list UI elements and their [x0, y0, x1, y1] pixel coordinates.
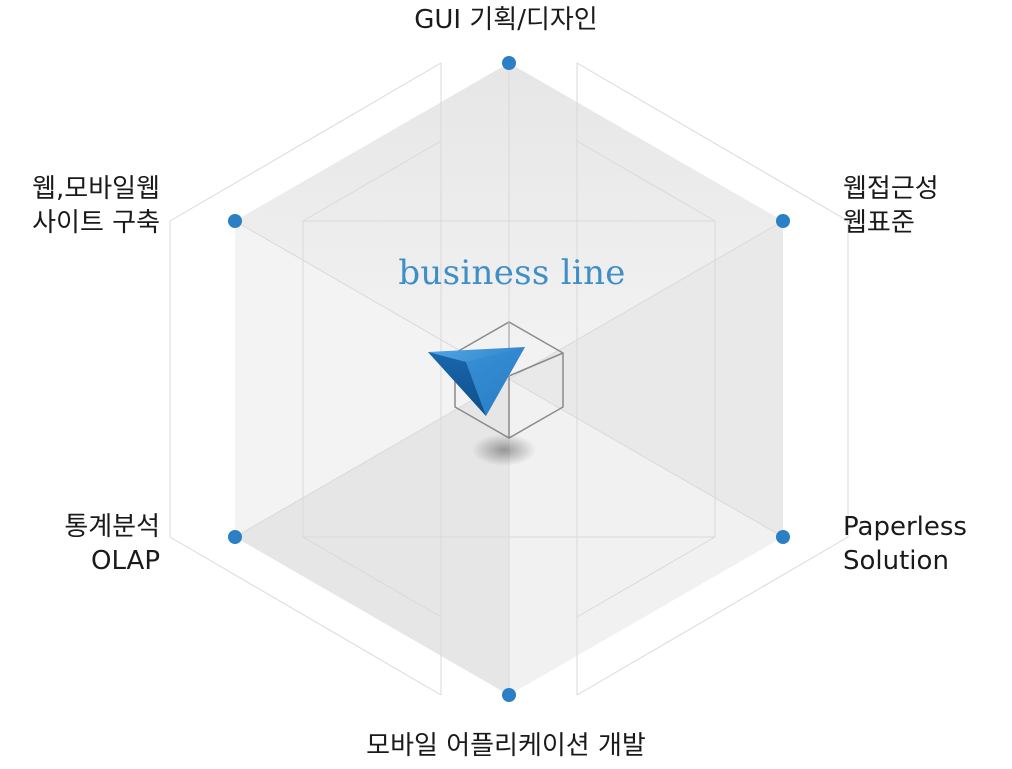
- paper-plane-logo: [428, 347, 525, 416]
- node-label-line: GUI 기획/디자인: [414, 5, 598, 35]
- node-label-line: 웹,모바일웹: [32, 174, 160, 204]
- node-label-bottom-right: Paperless Solution: [843, 510, 1003, 578]
- plane-shadow: [472, 434, 536, 466]
- node-dot-bottom: [502, 688, 516, 702]
- node-label-line: OLAP: [90, 546, 160, 576]
- node-dot-top-right: [776, 214, 790, 228]
- node-label-line: Solution: [843, 546, 949, 576]
- node-label-line: 통계분석: [64, 512, 160, 542]
- node-label-line: 사이트 구축: [32, 208, 160, 238]
- node-label-bottom: 모바일 어플리케이션 개발: [331, 729, 681, 763]
- center-title: business line: [398, 253, 626, 293]
- node-label-bottom-left: 통계분석 OLAP: [0, 510, 160, 578]
- node-label-line: 웹접근성: [843, 174, 939, 204]
- node-label-top-left: 웹,모바일웹 사이트 구축: [0, 172, 160, 240]
- node-dot-bottom-left: [228, 530, 242, 544]
- node-dot-bottom-right: [776, 530, 790, 544]
- node-label-line: Paperless: [843, 512, 967, 542]
- node-dots: [228, 56, 790, 702]
- node-label-line: 모바일 어플리케이션 개발: [366, 731, 646, 761]
- node-label-top-right: 웹접근성 웹표준: [843, 172, 1003, 240]
- node-dot-top: [502, 56, 516, 70]
- node-label-line: 웹표준: [843, 208, 915, 238]
- node-dot-top-left: [228, 214, 242, 228]
- node-label-top: GUI 기획/디자인: [381, 3, 631, 37]
